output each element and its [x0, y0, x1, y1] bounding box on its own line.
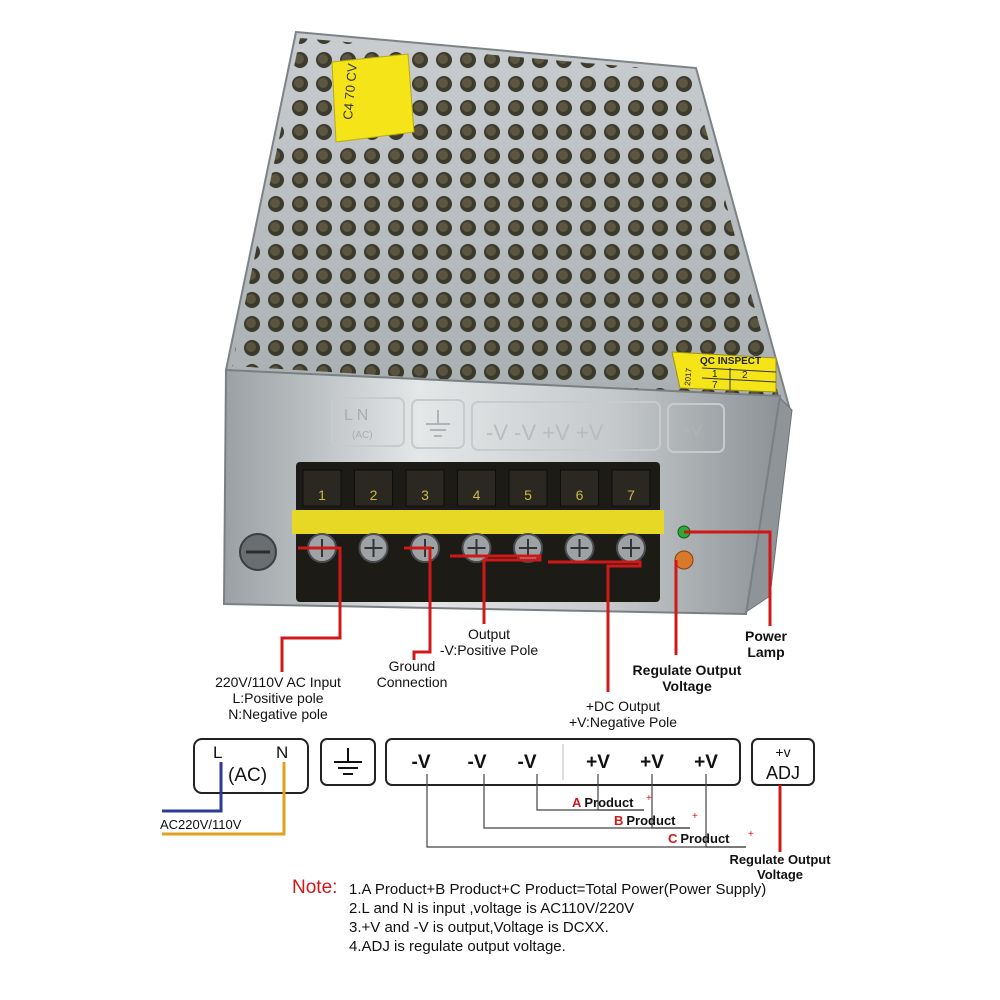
adj-box [751, 738, 815, 786]
power-lamp-subtitle: Lamp [747, 644, 785, 660]
neg-output-pole: -V:Positive Pole [439, 642, 539, 658]
ground-icon [334, 748, 362, 775]
negative-terminal-2: -V [468, 752, 487, 773]
panel-outputs: -V -V +V +V [486, 420, 604, 445]
terminal-block: 1 2 3 4 5 6 7 [292, 462, 664, 602]
product-text: Product [626, 813, 676, 828]
terminal-screw [560, 469, 599, 563]
panel-adj: +V [682, 423, 702, 440]
pos-output-title: +DC Output [585, 698, 661, 714]
plus-mark: + [748, 829, 754, 840]
callout-pos-output [548, 560, 642, 692]
n-wire [162, 762, 286, 836]
plus-mark: + [646, 793, 652, 804]
callout-ac-input [280, 546, 342, 672]
product-letter: A [572, 795, 582, 810]
note-line-4: 4.ADJ is regulate output voltage. [349, 938, 566, 955]
product-letter: B [614, 813, 623, 828]
panel-ground-icon [426, 410, 450, 437]
qc-title: QC INSPECT [700, 356, 761, 367]
plus-mark: + [692, 811, 698, 822]
positive-terminal-4: +V [586, 752, 610, 773]
adj-top-label: +v [775, 744, 790, 760]
note-line-2: 2.L and N is input ,voltage is AC110V/22… [349, 900, 635, 917]
regulate-schematic-title: Regulate Output [729, 852, 831, 867]
adj-bottom-label: ADJ [766, 763, 800, 783]
callout-neg-output [450, 554, 542, 624]
product-photo: C4 70 CV QC INSPECT 2017 1 2 7 L N (AC) … [222, 30, 793, 616]
terminal-number: 4 [473, 487, 481, 503]
qc-inspect-sticker: QC INSPECT 2017 1 2 7 [671, 351, 777, 393]
callout-ground [404, 546, 432, 660]
pos-output-pole: +V:Negative Pole [568, 714, 678, 730]
qc-cell-2: 2 [742, 370, 748, 381]
pos-output-callout: +DC Output +V:Negative Pole [548, 698, 698, 730]
qc-year: 2017 [683, 367, 694, 386]
power-lamp-callout: Power Lamp [730, 628, 802, 660]
terminal-number: 6 [576, 487, 584, 503]
terminal-screw [354, 469, 393, 563]
ground-title: Ground [388, 658, 436, 674]
terminal-number: 7 [627, 487, 635, 503]
ground-callout: Ground Connection [362, 658, 462, 690]
terminal-number: 3 [421, 487, 429, 503]
note-line-1: 1.A Product+B Product+C Product=Total Po… [349, 881, 767, 898]
product-text: Product [680, 831, 730, 846]
negative-terminal-3: -V [518, 752, 537, 773]
ac-ac-label: (AC) [228, 765, 267, 786]
power-lamp-title: Power [744, 628, 787, 644]
panel-ac: (AC) [352, 430, 373, 441]
regulate-schematic-subtitle: Voltage [757, 867, 803, 882]
adj-potentiometer [674, 550, 694, 570]
neg-output-callout: Output -V:Positive Pole [426, 626, 552, 658]
terminal-number: 2 [370, 487, 378, 503]
terminal-number: 5 [524, 487, 532, 503]
negative-terminal-1: -V [412, 752, 431, 773]
ac-input-l: L:Positive pole [232, 690, 324, 706]
panel-ln: L N [344, 407, 368, 424]
mounting-screw [239, 533, 277, 571]
supply-label: AC220V/110V [160, 817, 242, 832]
regulate-photo-title: Regulate Output [632, 662, 742, 678]
sticker-text: C4 70 CV [340, 62, 360, 120]
neg-output-title: Output [467, 626, 511, 642]
regulate-photo-callout: Regulate Output Voltage [614, 662, 760, 694]
panel-markings [331, 397, 725, 453]
qc-cell-1: 1 [712, 369, 718, 380]
ac-input-callout: 220V/110V AC Input L:Positive pole N:Neg… [198, 674, 358, 722]
ac-l-label: L [213, 743, 222, 762]
note-line-3: 3.+V and -V is output,Voltage is DCXX. [349, 919, 609, 936]
ac-input-title: 220V/110V AC Input [215, 674, 341, 690]
callout-lines [280, 530, 772, 692]
qc-cell-7: 7 [712, 380, 718, 391]
product-text: Product [584, 795, 634, 810]
positive-terminal-5: +V [640, 752, 664, 773]
ac-input-n: N:Negative pole [228, 706, 328, 722]
regulate-schematic-callout: Regulate Output Voltage [712, 852, 848, 882]
note-title: Note: [292, 877, 338, 898]
product-letter: C [668, 831, 678, 846]
terminal-screw [611, 469, 651, 563]
ground-subtitle: Connection [376, 674, 448, 690]
product-label-sticker: C4 70 CV [331, 53, 415, 143]
regulate-photo-subtitle: Voltage [662, 678, 712, 694]
product-lines [426, 774, 746, 848]
ac-n-label: N [276, 743, 288, 762]
callout-power-lamp [684, 530, 772, 626]
positive-terminal-6: +V [694, 752, 718, 773]
l-wire [162, 762, 223, 813]
terminal-screw [508, 469, 548, 563]
terminal-number: 1 [318, 487, 326, 503]
